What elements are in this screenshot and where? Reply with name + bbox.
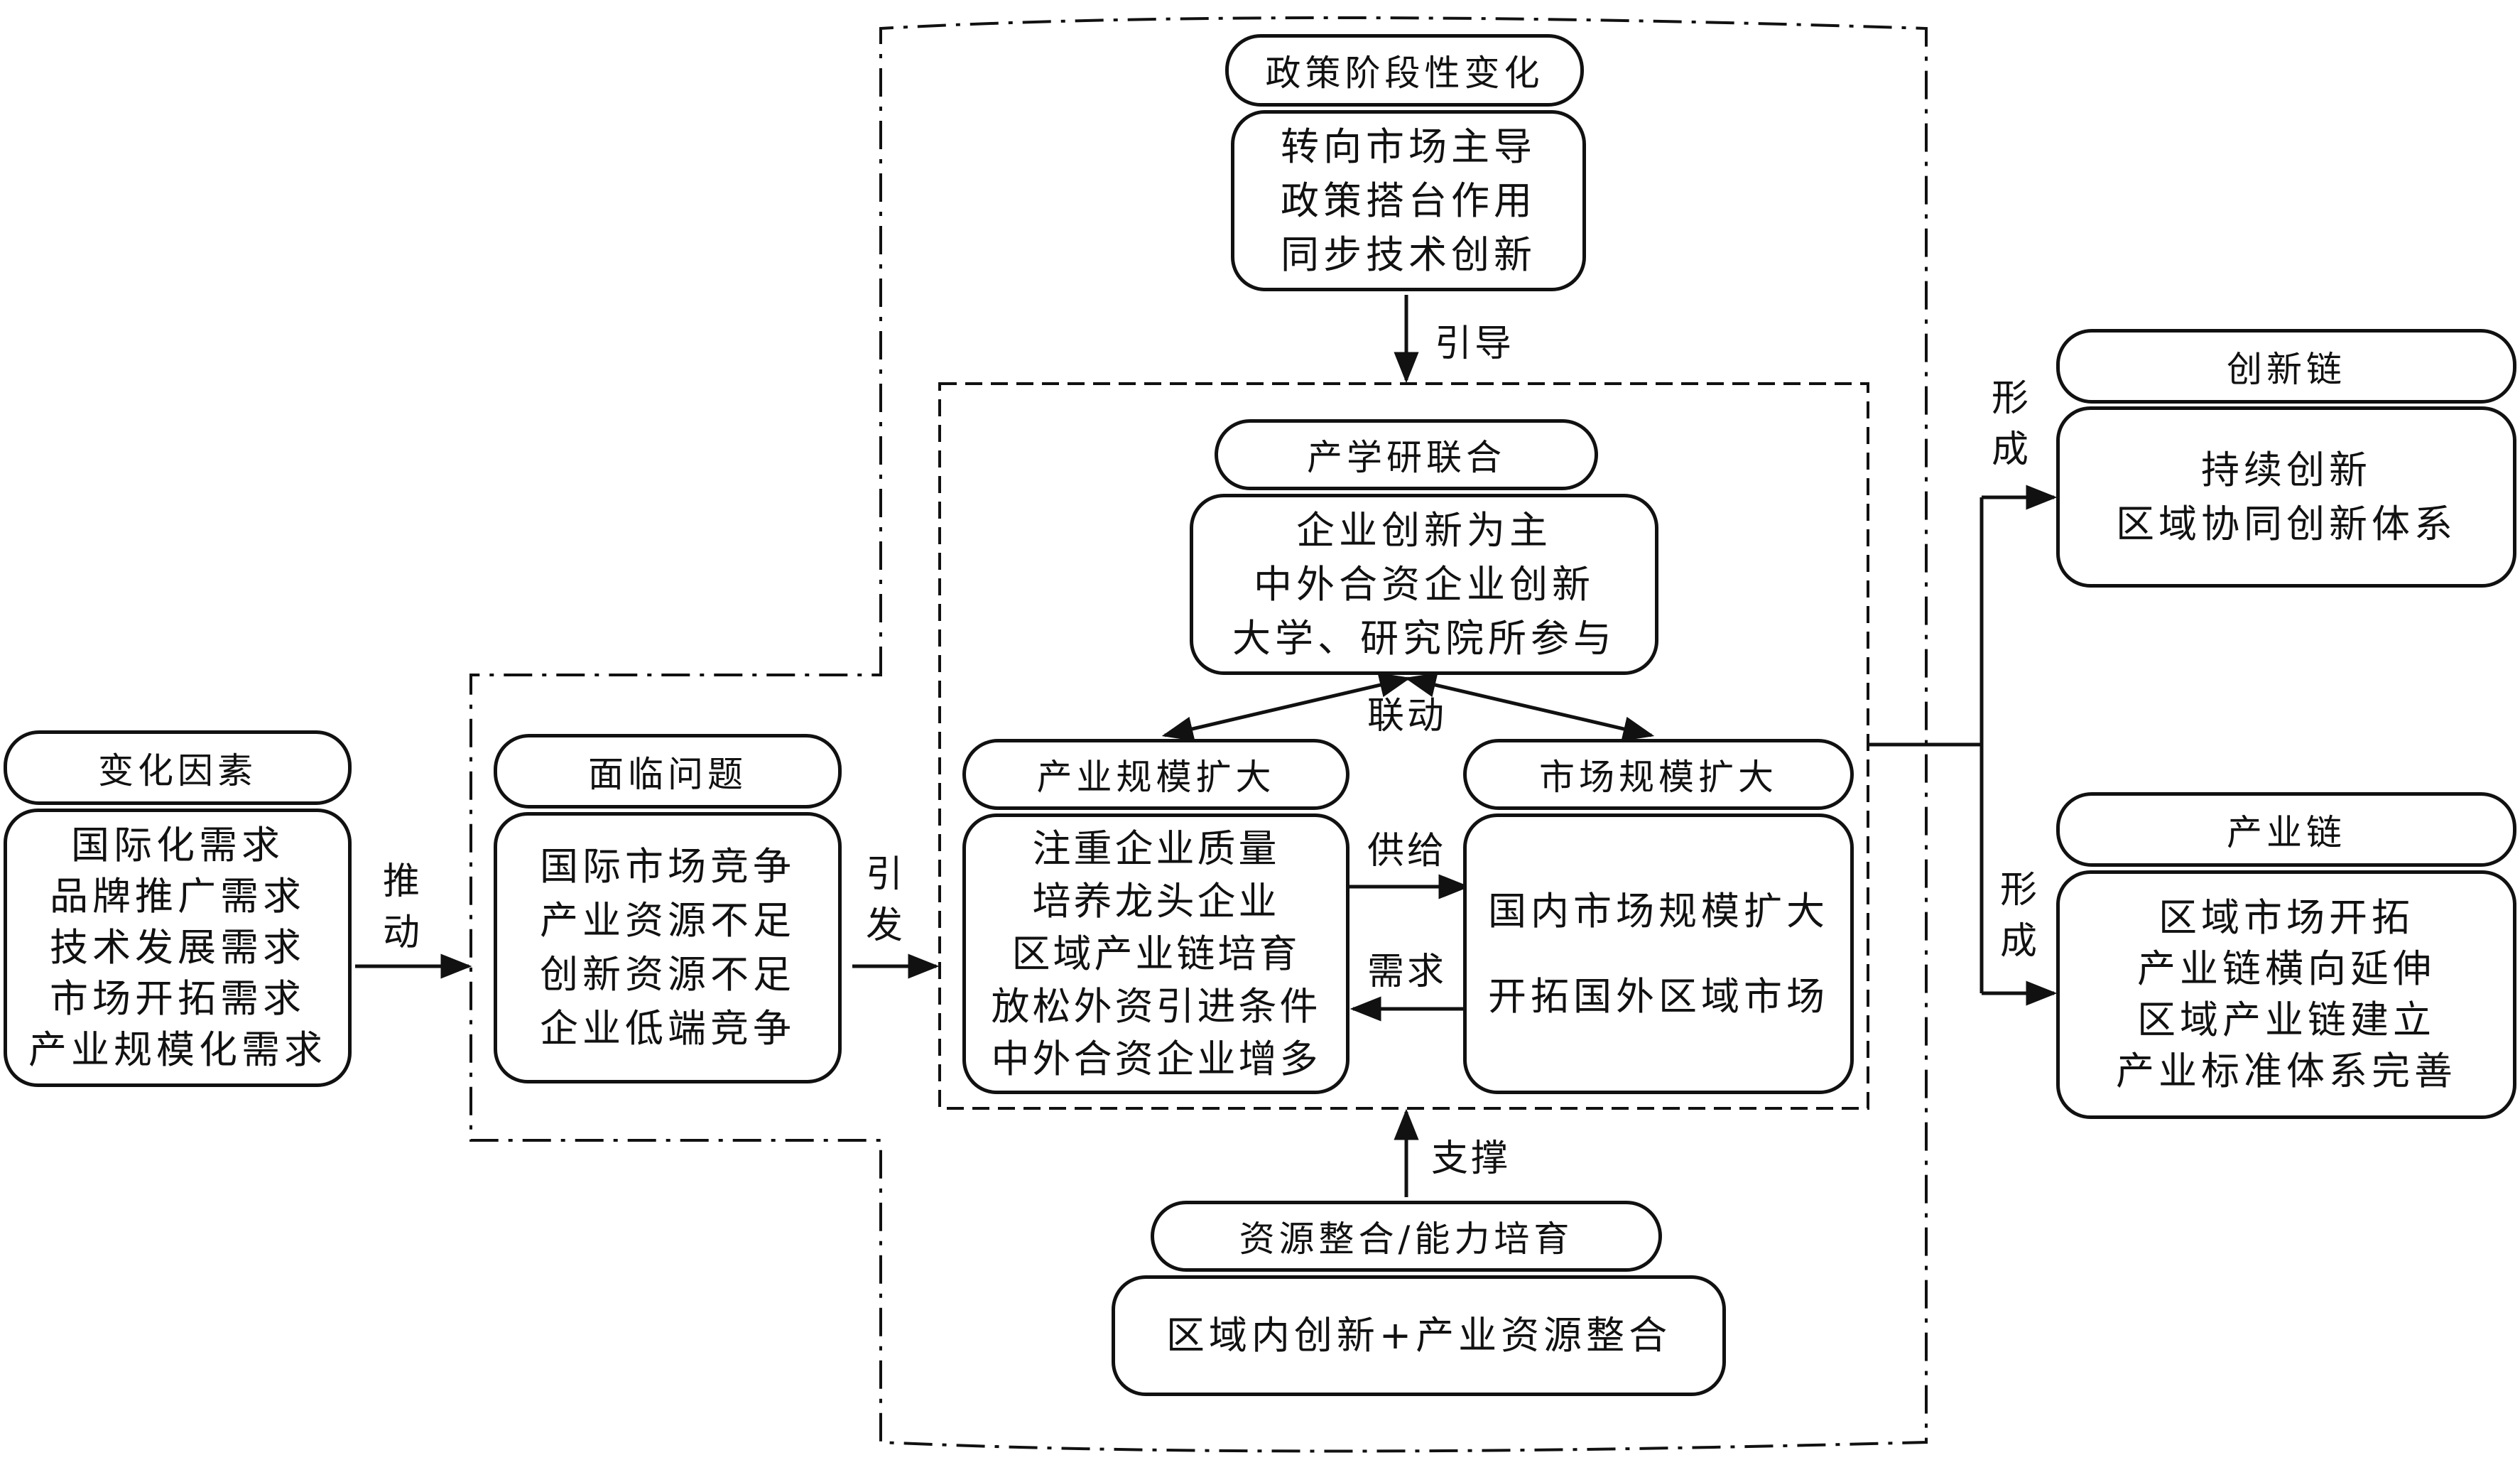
support-label: 支撑 <box>1431 1137 1511 1180</box>
resources-header: 资源整合/能力培育 <box>1151 1201 1662 1272</box>
form-label-industry: 形成 <box>1999 869 2037 963</box>
industry-scale-item: 区域产业链培育 <box>1011 931 1300 976</box>
factors-item: 产业规模化需求 <box>28 1027 327 1072</box>
problems-item: 创新资源不足 <box>540 952 795 997</box>
innovation-chain-item: 区域协同创新体系 <box>2116 501 2457 546</box>
outer-frame <box>469 16 1928 1453</box>
linkage-arrow-right <box>1404 672 1655 742</box>
industry-chain-item: 区域市场开拓 <box>2158 895 2414 940</box>
industry-chain-header: 产业链 <box>2056 792 2516 867</box>
problems-item: 国际市场竞争 <box>540 844 795 889</box>
industry-chain-item: 区域产业链建立 <box>2137 998 2435 1042</box>
industry-scale-item: 注重企业质量 <box>1032 826 1280 871</box>
iur-item: 企业创新为主 <box>1296 507 1552 553</box>
policy-body: 转向市场主导 政策搭台作用 同步技术创新 <box>1231 110 1586 291</box>
demand-label: 需求 <box>1367 951 1448 993</box>
problems-item: 产业资源不足 <box>540 898 795 943</box>
factors-header: 变化因素 <box>4 730 352 805</box>
innovation-chain-header: 创新链 <box>2056 329 2516 404</box>
industry-scale-item: 培养龙头企业 <box>1032 878 1280 924</box>
policy-item: 转向市场主导 <box>1281 124 1536 169</box>
resources-item: 区域内创新+产业资源整合 <box>1166 1313 1672 1358</box>
industry-chain-item: 产业链横向延伸 <box>2137 946 2435 991</box>
iur-body: 企业创新为主 中外合资企业创新 大学、研究院所参与 <box>1190 494 1658 675</box>
push-label: 推动 <box>382 860 420 954</box>
policy-item: 同步技术创新 <box>1281 232 1536 277</box>
factors-item: 国际化需求 <box>71 823 284 867</box>
linkage-label: 联动 <box>1367 695 1448 737</box>
market-scale-item: 国内市场规模扩大 <box>1488 888 1829 934</box>
market-scale-item: 开拓国外区域市场 <box>1488 973 1829 1019</box>
factors-body: 国际化需求 品牌推广需求 技术发展需求 市场开拓需求 产业规模化需求 <box>4 809 352 1087</box>
iur-item: 大学、研究院所参与 <box>1232 615 1616 661</box>
innovation-chain-item: 持续创新 <box>2201 447 2372 492</box>
factors-item: 技术发展需求 <box>50 925 305 970</box>
linkage-arrow-left <box>1161 672 1411 742</box>
trigger-label: 引发 <box>865 853 903 947</box>
market-scale-body: 国内市场规模扩大 开拓国外区域市场 <box>1463 813 1854 1094</box>
problems-item: 企业低端竞争 <box>540 1006 795 1051</box>
industry-scale-item: 放松外资引进条件 <box>991 983 1321 1029</box>
policy-item: 政策搭台作用 <box>1281 178 1536 223</box>
problems-body: 国际市场竞争 产业资源不足 创新资源不足 企业低端竞争 <box>494 812 842 1083</box>
supply-label: 供给 <box>1367 830 1448 872</box>
industry-scale-item: 中外合资企业增多 <box>991 1036 1321 1081</box>
resources-body: 区域内创新+产业资源整合 <box>1112 1275 1726 1396</box>
guide-label: 引导 <box>1435 323 1515 365</box>
factors-item: 市场开拓需求 <box>50 976 305 1021</box>
industry-scale-body: 注重企业质量 培养龙头企业 区域产业链培育 放松外资引进条件 中外合资企业增多 <box>962 813 1349 1094</box>
form-connector <box>1868 497 1984 993</box>
iur-item: 中外合资企业创新 <box>1254 561 1595 607</box>
innovation-chain-body: 持续创新 区域协同创新体系 <box>2056 406 2516 588</box>
factors-item: 品牌推广需求 <box>50 874 305 919</box>
market-scale-header: 市场规模扩大 <box>1463 739 1854 810</box>
industry-chain-body: 区域市场开拓 产业链横向延伸 区域产业链建立 产业标准体系完善 <box>2056 870 2516 1119</box>
iur-header: 产学研联合 <box>1215 419 1598 490</box>
industry-scale-header: 产业规模扩大 <box>962 739 1349 810</box>
policy-header: 政策阶段性变化 <box>1225 34 1584 107</box>
problems-header: 面临问题 <box>494 734 842 809</box>
form-label-innovation: 形成 <box>1991 377 2029 471</box>
industry-chain-item: 产业标准体系完善 <box>2116 1049 2457 1093</box>
